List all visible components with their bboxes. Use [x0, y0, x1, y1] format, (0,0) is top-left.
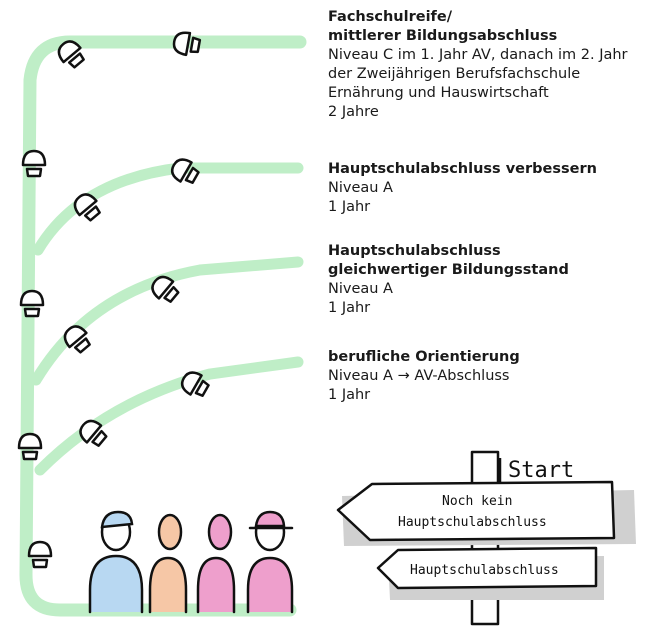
- sign1-line1: Noch kein: [442, 494, 512, 509]
- footprint-icon: [57, 40, 85, 69]
- branch-path-4: [34, 356, 304, 476]
- path-detail: Ernährung und Hauswirtschaft: [328, 85, 549, 101]
- footprint-icon: [170, 158, 200, 184]
- branch-path-3: [30, 256, 304, 386]
- path-duration: 1 Jahr: [328, 199, 371, 215]
- path-detail: Niveau A: [328, 180, 393, 196]
- path-title: berufliche Orientierung: [328, 349, 520, 365]
- path-duration: 2 Jahre: [328, 104, 379, 120]
- sign2-board: [376, 546, 598, 590]
- footprints: [17, 31, 210, 569]
- footprint-icon: [21, 149, 47, 178]
- path-duration: 1 Jahr: [328, 387, 371, 403]
- footprint-icon: [73, 193, 101, 222]
- person-icon: [196, 513, 236, 614]
- path-duration: 1 Jahr: [328, 300, 371, 316]
- path-item-hauptschulabschluss: Hauptschulabschluss gleichwertiger Bildu…: [328, 242, 658, 318]
- path-item-hauptschulabschluss-verbessern: Hauptschulabschluss verbessern Niveau A …: [328, 160, 658, 217]
- path-title: Hauptschulabschluss verbessern: [328, 161, 597, 177]
- signpost-icon: Start Noch kein Hauptschulabschluss Haup…: [336, 450, 636, 626]
- footprint-icon: [17, 432, 43, 461]
- person-icon: [148, 513, 188, 614]
- path-title: mittlerer Bildungsabschluss: [328, 28, 558, 44]
- start-sign: [498, 458, 578, 482]
- start-label: Start: [508, 458, 574, 483]
- path-title: Hauptschulabschluss: [328, 243, 501, 259]
- path-detail: Niveau A → AV-Abschluss: [328, 368, 510, 384]
- sign1-line2: Hauptschulabschluss: [398, 515, 547, 530]
- path-detail: Niveau C im 1. Jahr AV, danach im 2. Jah…: [328, 47, 628, 63]
- branch-path-2: [32, 162, 304, 256]
- person-icon: [88, 510, 144, 614]
- footprint-icon: [180, 371, 210, 397]
- main-trunk-path: [19, 35, 307, 617]
- person-icon: [246, 510, 294, 614]
- people-group: [88, 510, 294, 614]
- footprint-icon: [27, 540, 53, 569]
- sign2-label: Hauptschulabschluss: [410, 563, 559, 578]
- path-item-fachschulreife: Fachschulreife/ mittlerer Bildungsabschl…: [328, 8, 658, 122]
- footprint-icon: [172, 31, 202, 57]
- path-detail: der Zweijährigen Berufsfachschule: [328, 66, 581, 82]
- footprint-icon: [151, 275, 180, 303]
- path-item-berufliche-orientierung: berufliche Orientierung Niveau A → AV-Ab…: [328, 348, 658, 405]
- path-detail: Niveau A: [328, 281, 393, 297]
- sign1-board: [336, 480, 616, 542]
- path-title: Fachschulreife/: [328, 9, 452, 25]
- footprint-icon: [19, 289, 45, 318]
- footprint-icon: [63, 325, 91, 354]
- path-title: gleichwertiger Bildungsstand: [328, 262, 569, 278]
- footprint-icon: [79, 419, 108, 447]
